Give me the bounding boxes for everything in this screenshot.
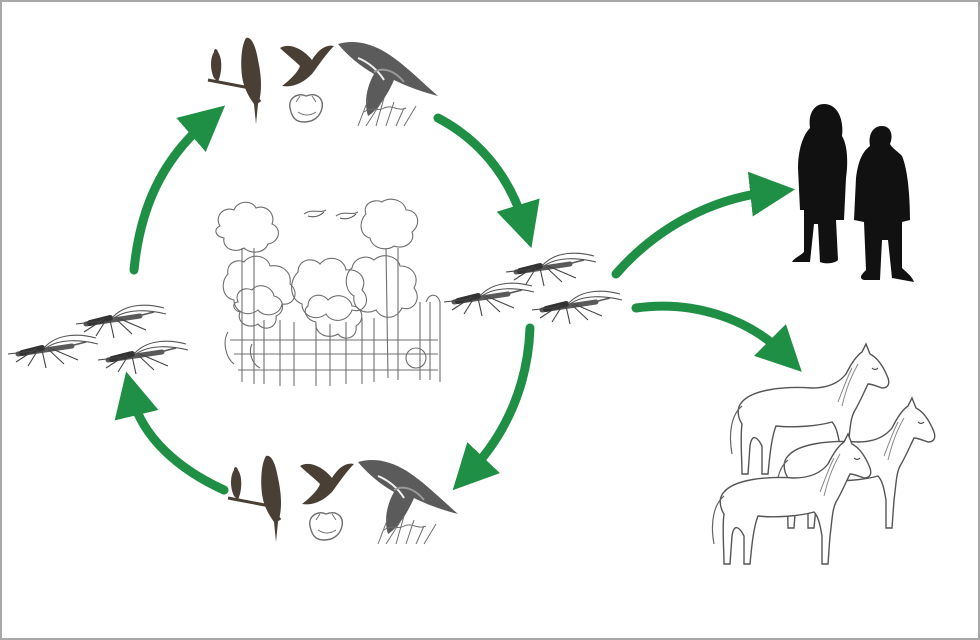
arrow-mosquitoes-to-birds-bottom <box>452 323 535 491</box>
human-silhouettes <box>792 104 914 282</box>
wild-birds-top <box>206 36 440 128</box>
arrow-mosquitoes-to-humans <box>611 171 796 279</box>
horses-illustration <box>711 343 936 565</box>
wild-birds-bottom <box>226 454 460 546</box>
arrow-mosquitoes-to-birds-top <box>129 105 226 275</box>
cycle-arrows <box>114 105 802 495</box>
arrow-birds-bottom-to-mosquitoes <box>114 371 229 495</box>
arrow-mosquitoes-to-horses <box>631 301 802 372</box>
mosquitoes-right <box>444 253 622 324</box>
forest-illustration <box>215 198 441 386</box>
arrow-birds-top-to-mosquitoes <box>433 113 540 249</box>
mosquitoes-left <box>8 305 188 374</box>
